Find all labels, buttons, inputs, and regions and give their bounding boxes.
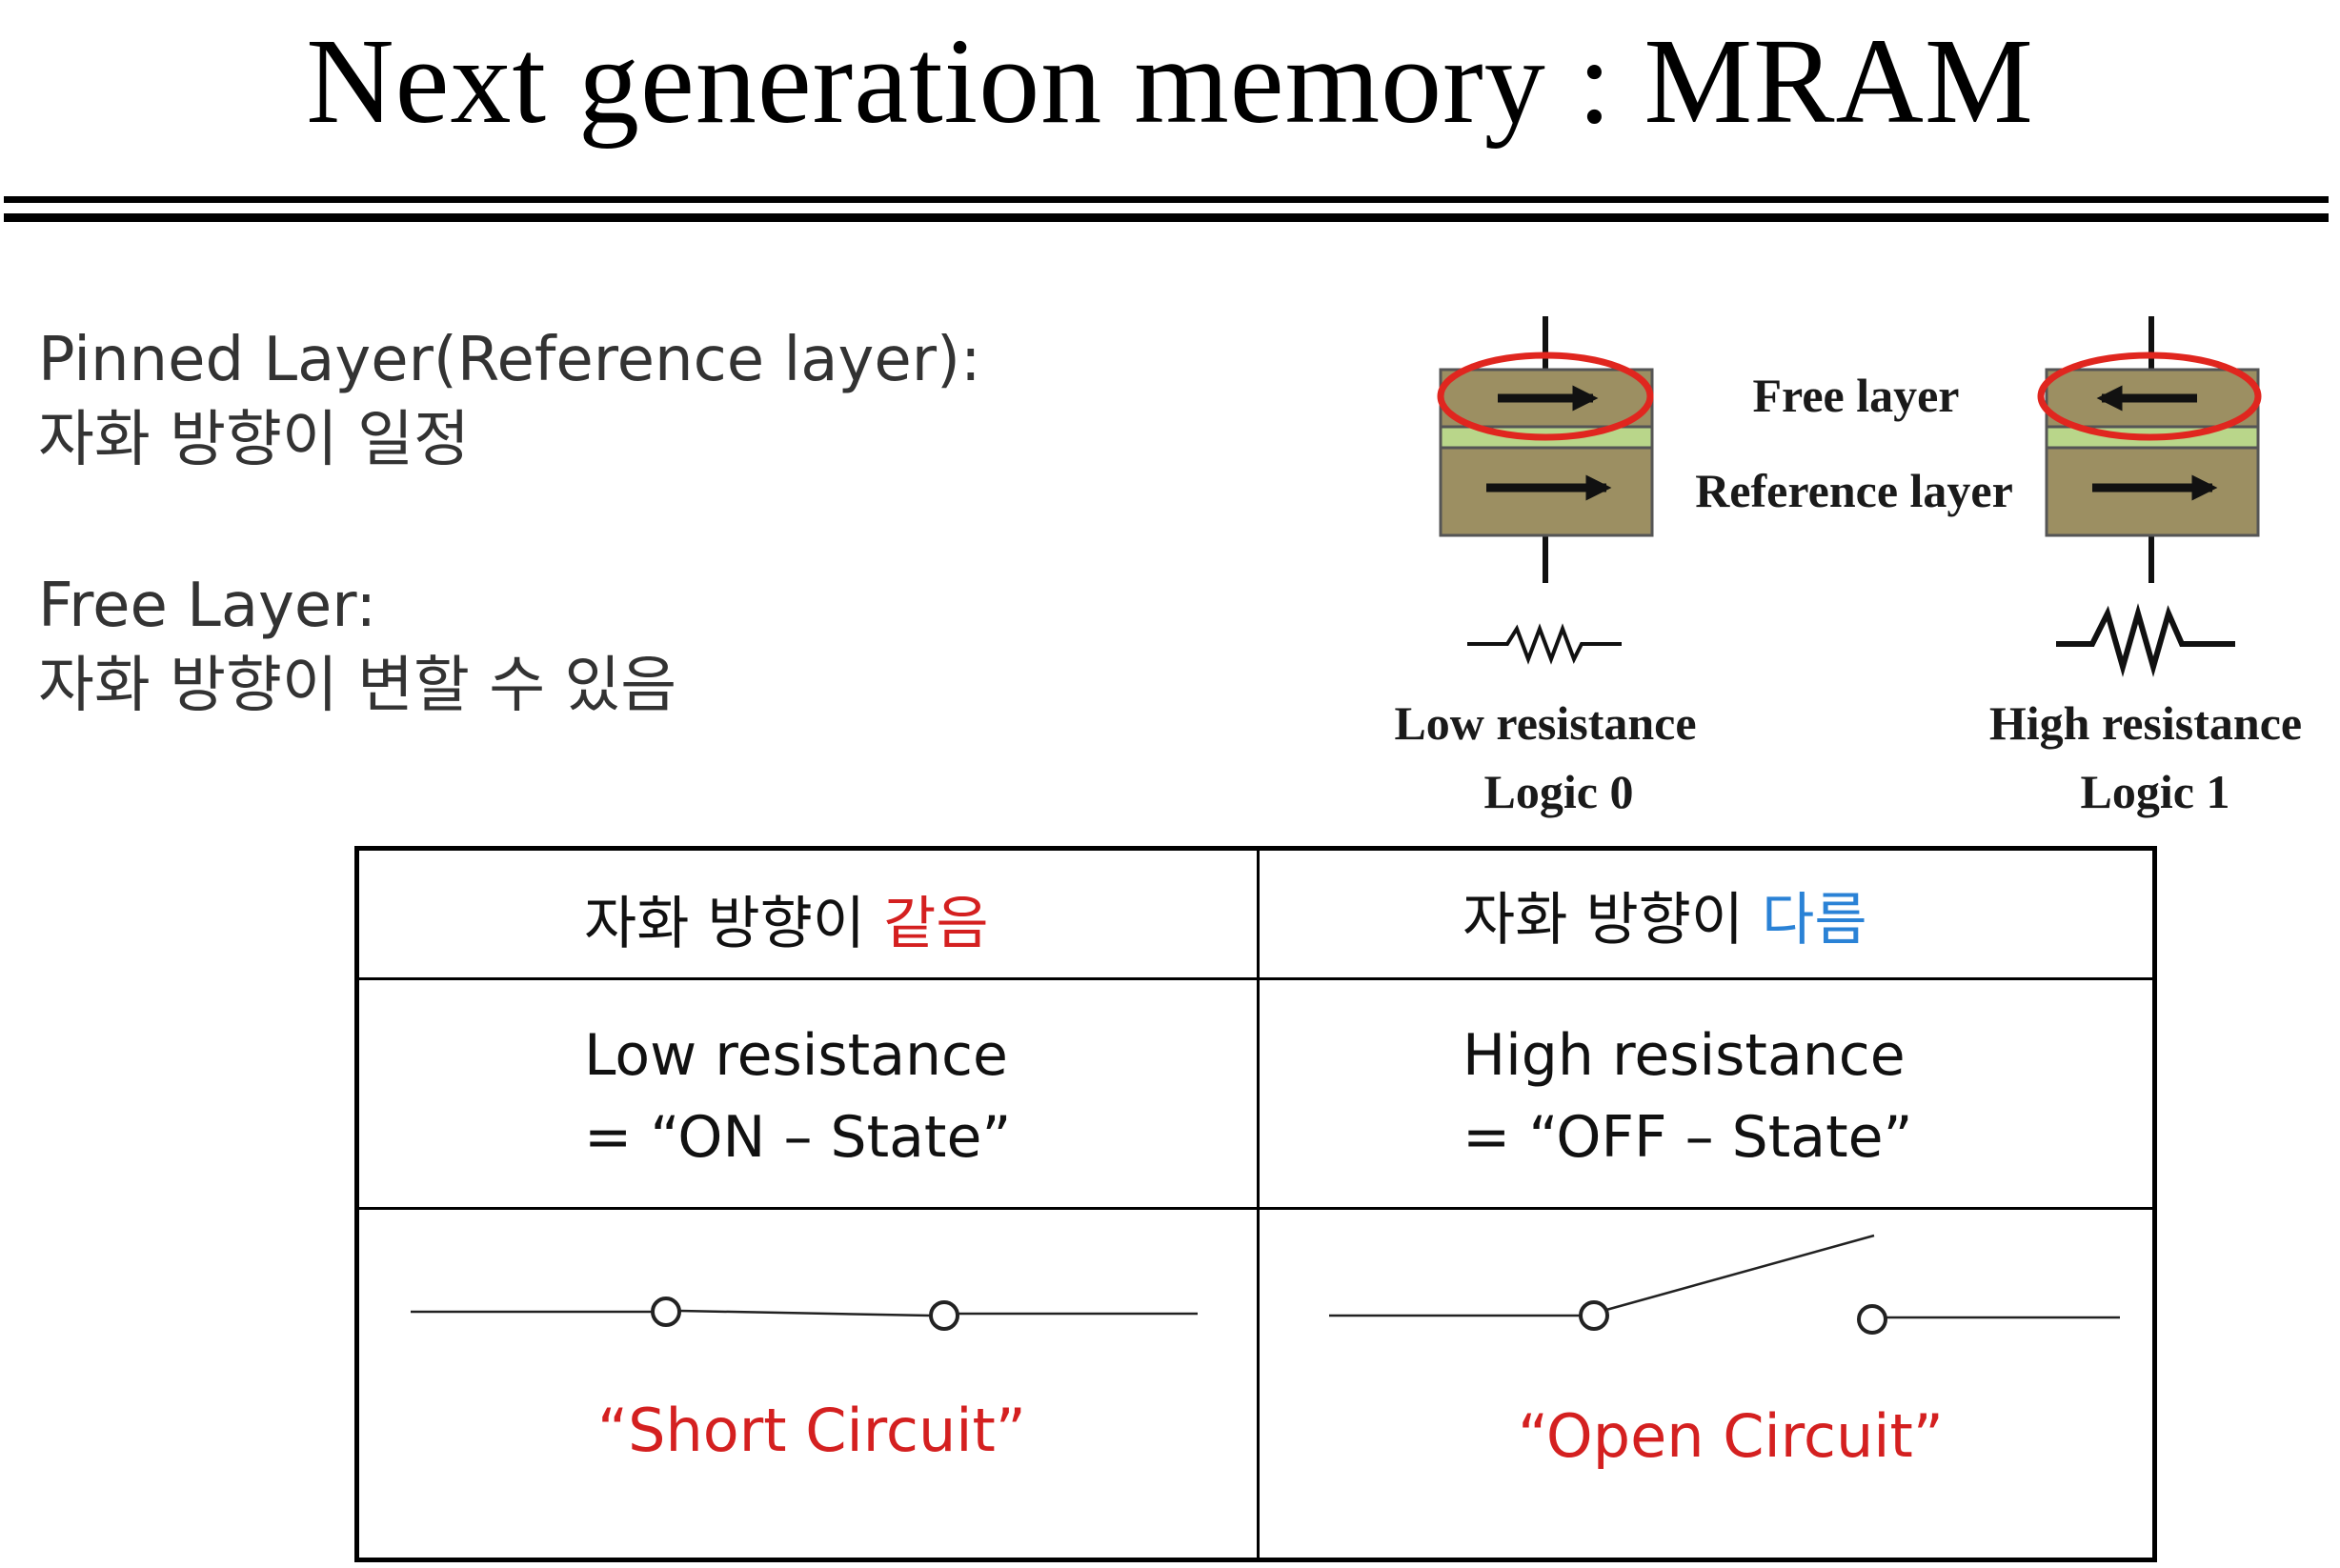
low-resistance-text: Low resistance [584, 1022, 1008, 1089]
switch-diagrams [411, 1234, 2120, 1335]
same-keyword: 같음 [883, 891, 989, 957]
free-layer-description: 자화 방향이 변할 수 있음 [38, 651, 677, 721]
pinned-layer-definition: Pinned Layer(Reference layer): 자화 방향이 일정 [38, 320, 981, 480]
pinned-layer-heading: Pinned Layer(Reference layer): [38, 325, 981, 395]
short-circuit-label: “Short Circuit” [597, 1396, 1026, 1465]
different-keyword: 다름 [1762, 887, 1867, 954]
mtj-cell-parallel [1437, 316, 1654, 665]
table-row-divider-state [359, 1207, 2152, 1210]
off-state-text: = “OFF – State” [1462, 1104, 1913, 1171]
reference-layer-label: Reference layer [1695, 464, 2013, 517]
high-resistance-label: High resistance [1989, 696, 2302, 750]
logic-1-label: Logic 1 [2081, 765, 2230, 818]
closed-switch [411, 1297, 1198, 1331]
logic-0-label: Logic 0 [1484, 765, 1634, 818]
free-layer-definition: Free Layer: 자화 방향이 변할 수 있음 [38, 566, 676, 726]
title-divider-top [4, 196, 2329, 203]
right-free-layer-highlight [2037, 352, 2262, 441]
off-state-cell: High resistance = “OFF – State” [1462, 1015, 1913, 1178]
high-resistor-symbol [2056, 603, 2235, 677]
header-different-direction: 자화 방향이 다름 [1462, 879, 1867, 961]
table-row-divider-header [359, 977, 2152, 980]
on-state-cell: Low resistance = “ON – State” [584, 1015, 1011, 1178]
open-switch [1329, 1234, 2120, 1335]
header-same-direction: 자화 방향이 같음 [584, 883, 989, 965]
slide-title: Next generation memory : MRAM [306, 13, 2034, 149]
open-circuit-label: “Open Circuit” [1518, 1401, 1944, 1471]
on-state-text: = “ON – State” [584, 1104, 1012, 1171]
pinned-layer-description: 자화 방향이 일정 [38, 405, 470, 475]
free-layer-heading: Free Layer: [38, 571, 377, 641]
comparison-table: 자화 방향이 같음 자화 방향이 다름 Low resistance = “ON… [354, 846, 2157, 1562]
title-divider-bottom [4, 213, 2329, 222]
high-resistance-text: High resistance [1462, 1022, 1906, 1089]
table-column-divider [1257, 851, 1260, 1558]
left-free-layer-highlight [1437, 352, 1654, 441]
header-diff-prefix: 자화 방향이 [1462, 887, 1763, 954]
mtj-cell-antiparallel [2037, 316, 2262, 677]
header-same-prefix: 자화 방향이 [584, 891, 884, 957]
free-layer-label: Free layer [1753, 369, 1960, 422]
low-resistance-label: Low resistance [1394, 696, 1696, 750]
low-resistor-symbol [1467, 623, 1622, 665]
right-reference-layer [2045, 446, 2260, 537]
